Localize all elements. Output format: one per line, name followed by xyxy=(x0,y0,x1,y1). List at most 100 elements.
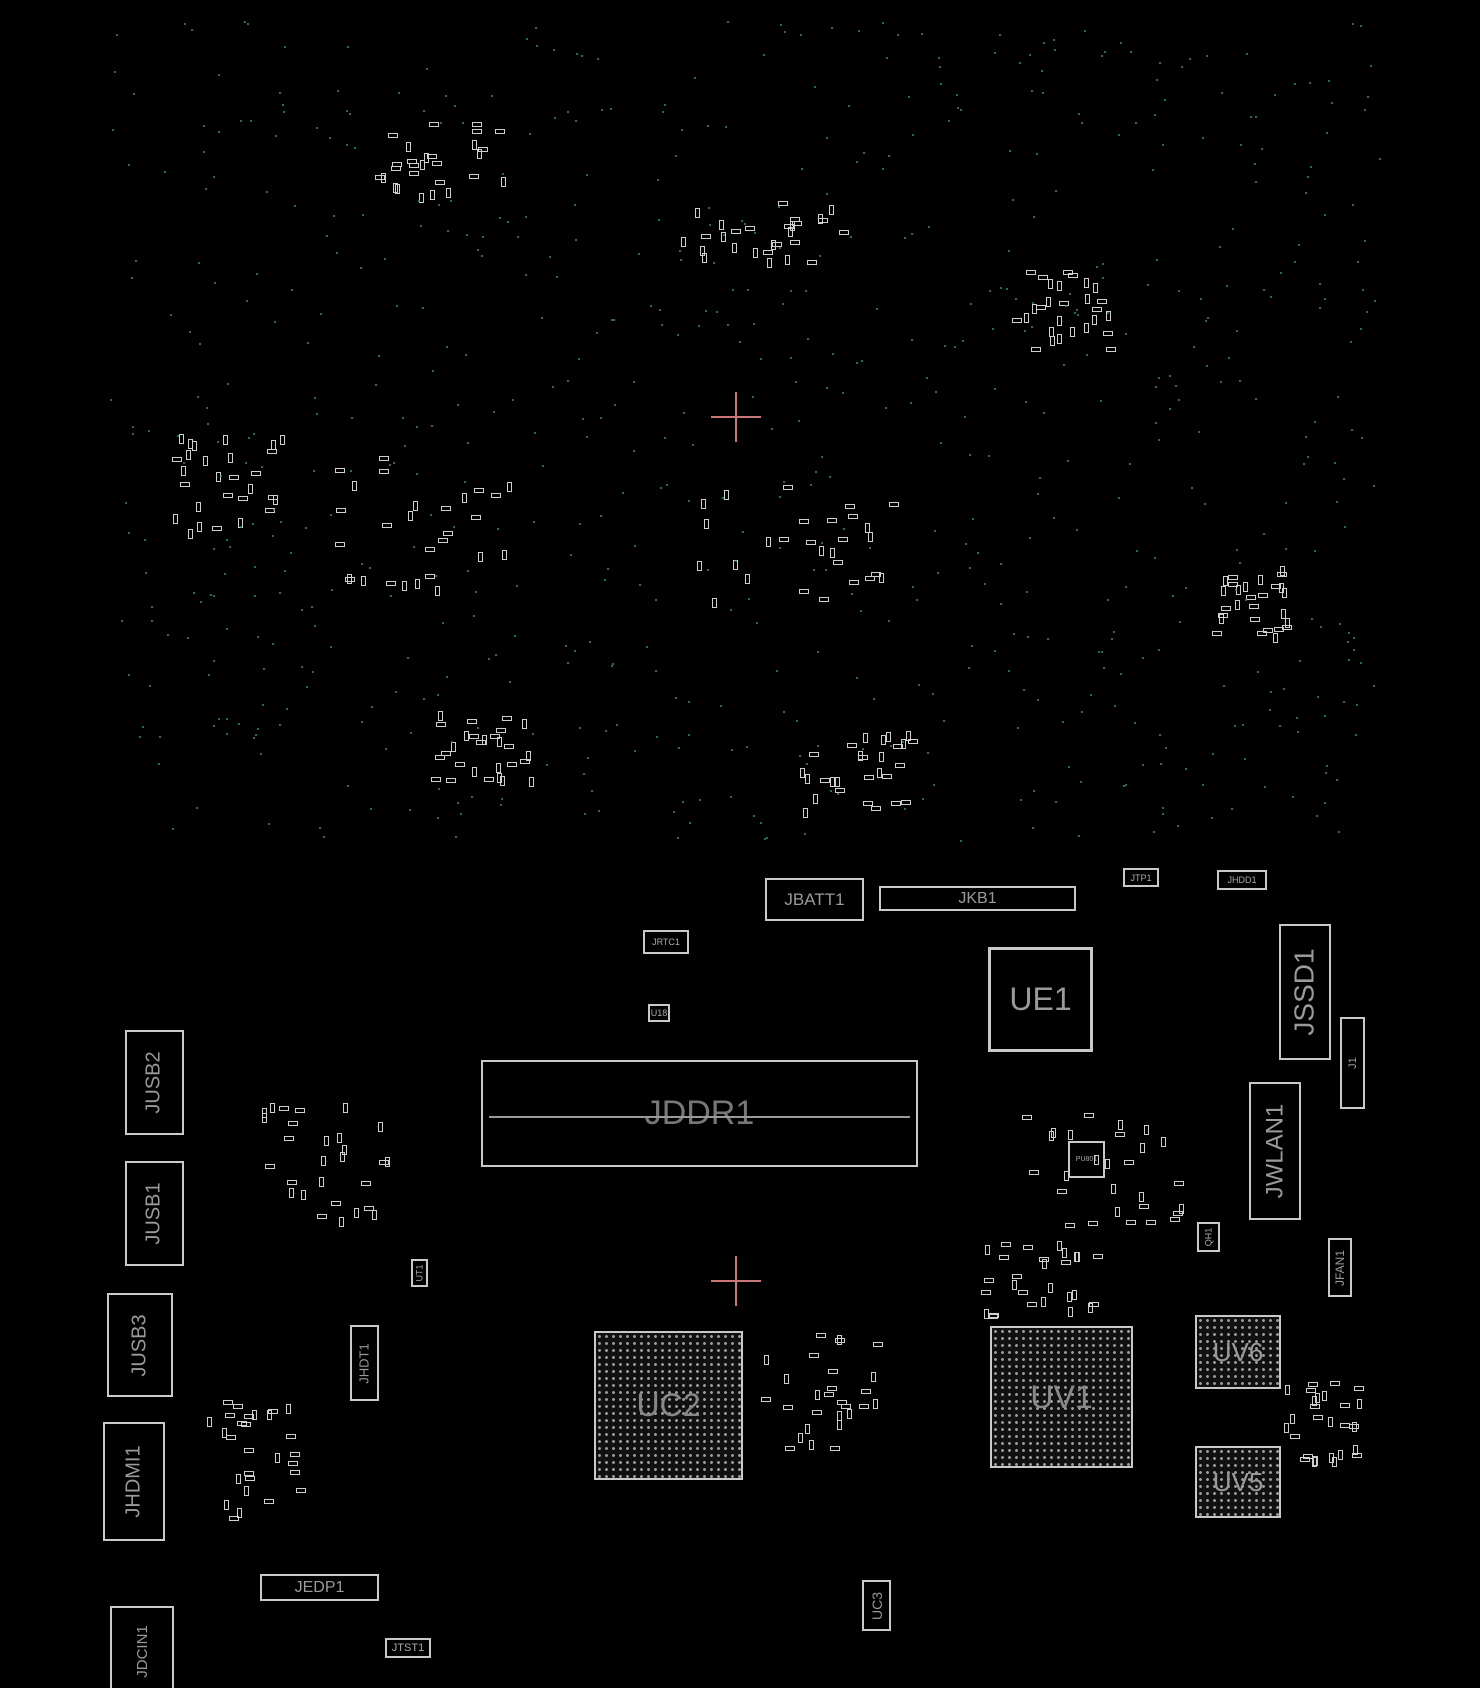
smd-pad xyxy=(429,189,435,200)
test-point xyxy=(944,344,947,347)
connector-jssd1[interactable]: JSSD1 xyxy=(1279,924,1331,1060)
test-point xyxy=(263,667,266,670)
test-point xyxy=(1337,831,1340,834)
test-point xyxy=(157,763,160,766)
smd-pad xyxy=(446,778,457,784)
smd-pad xyxy=(188,529,194,540)
test-point xyxy=(847,104,850,107)
test-point xyxy=(735,560,738,563)
connector-jdcin1[interactable]: JDCIN1 xyxy=(110,1606,174,1688)
test-point xyxy=(599,417,602,420)
test-point xyxy=(203,125,206,128)
test-point xyxy=(1295,717,1298,720)
test-point xyxy=(345,144,348,147)
smd-pad xyxy=(731,228,742,234)
test-point xyxy=(1244,758,1247,761)
chip-ut1[interactable]: UT1 xyxy=(411,1259,428,1287)
smd-pad xyxy=(745,573,751,584)
chip-uc2[interactable]: UC2 xyxy=(594,1331,743,1480)
smd-pad xyxy=(830,1445,841,1451)
connector-jusb3[interactable]: JUSB3 xyxy=(107,1293,173,1397)
test-point xyxy=(144,538,146,541)
test-point xyxy=(374,384,377,387)
component-label: JFAN1 xyxy=(1333,1249,1348,1286)
test-point xyxy=(675,154,678,157)
test-point xyxy=(760,358,763,361)
chip-u18[interactable]: U18 xyxy=(648,1004,670,1022)
connector-jrtc1[interactable]: JRTC1 xyxy=(643,930,689,954)
test-point xyxy=(606,567,609,570)
connector-jkb1[interactable]: JKB1 xyxy=(879,886,1076,911)
connector-jusb2[interactable]: JUSB2 xyxy=(125,1030,184,1135)
smd-pad xyxy=(830,548,836,559)
test-point xyxy=(393,462,396,464)
smd-pad xyxy=(1281,608,1287,619)
test-point xyxy=(603,578,606,581)
component-label: PU801 xyxy=(1075,1156,1098,1163)
test-point xyxy=(589,641,592,644)
test-point xyxy=(533,520,536,523)
smd-pad xyxy=(1256,630,1267,636)
smd-pad xyxy=(771,241,782,247)
chip-uv5[interactable]: UV5 xyxy=(1195,1446,1281,1518)
test-point xyxy=(1073,311,1076,314)
smd-pad xyxy=(1092,283,1098,294)
smd-pad xyxy=(1114,1206,1120,1217)
smd-pad xyxy=(1339,1423,1350,1429)
test-point xyxy=(144,572,147,575)
chip-uc3[interactable]: UC3 xyxy=(862,1580,891,1631)
test-point xyxy=(959,839,962,842)
chip-uv1[interactable]: UV1 xyxy=(990,1326,1133,1468)
connector-jbatt1[interactable]: JBATT1 xyxy=(765,878,864,921)
test-point xyxy=(223,572,226,575)
test-point xyxy=(1101,54,1104,57)
test-point xyxy=(1122,785,1125,788)
crosshair-top-icon xyxy=(711,392,761,442)
chip-qh1[interactable]: QH1 xyxy=(1197,1222,1220,1252)
chip-ue1[interactable]: UE1 xyxy=(988,947,1093,1052)
smd-pad xyxy=(1048,1131,1054,1142)
smd-pad xyxy=(420,160,426,171)
connector-jedp1[interactable]: JEDP1 xyxy=(260,1574,379,1601)
test-point xyxy=(596,58,599,61)
component-label: UV6 xyxy=(1212,1336,1264,1367)
connector-jfan1[interactable]: JFAN1 xyxy=(1328,1238,1352,1297)
connector-jtst1[interactable]: JTST1 xyxy=(385,1638,431,1658)
test-point xyxy=(467,570,470,573)
connector-jtp1[interactable]: JTP1 xyxy=(1123,868,1159,887)
smd-pad xyxy=(828,1369,839,1375)
smd-pad xyxy=(1091,306,1102,312)
smd-pad xyxy=(472,128,483,134)
test-point xyxy=(1245,53,1248,56)
chip-uv6[interactable]: UV6 xyxy=(1195,1315,1281,1389)
test-point xyxy=(1273,93,1276,96)
smd-pad xyxy=(1354,1386,1365,1392)
test-point xyxy=(1239,144,1242,147)
chip-pu801[interactable]: PU801 xyxy=(1068,1141,1105,1178)
smd-pad xyxy=(789,240,800,246)
smd-pad xyxy=(394,184,400,195)
smd-pad xyxy=(427,154,438,160)
test-point xyxy=(1363,240,1366,243)
test-point xyxy=(310,605,313,608)
test-point xyxy=(1061,721,1064,724)
connector-jhdmi1[interactable]: JHDMI1 xyxy=(103,1422,165,1541)
connector-jhdd1[interactable]: JHDD1 xyxy=(1217,870,1267,890)
smd-pad xyxy=(1220,605,1231,611)
smd-pad xyxy=(342,1145,348,1156)
test-point xyxy=(1337,395,1340,398)
smd-pad xyxy=(837,1420,843,1431)
smd-pad xyxy=(816,1333,827,1339)
connector-jwlan1[interactable]: JWLAN1 xyxy=(1249,1082,1301,1220)
test-point xyxy=(212,176,215,179)
connector-jhdt1[interactable]: JHDT1 xyxy=(350,1325,379,1401)
test-point xyxy=(1255,116,1258,119)
smd-pad xyxy=(871,805,882,811)
test-point xyxy=(315,127,318,130)
connector-j1[interactable]: J1 xyxy=(1340,1017,1365,1109)
test-point xyxy=(722,497,725,500)
smd-pad xyxy=(342,1103,348,1114)
connector-jusb1[interactable]: JUSB1 xyxy=(125,1161,184,1266)
slot-jddr1[interactable]: JDDR1 xyxy=(481,1060,918,1167)
